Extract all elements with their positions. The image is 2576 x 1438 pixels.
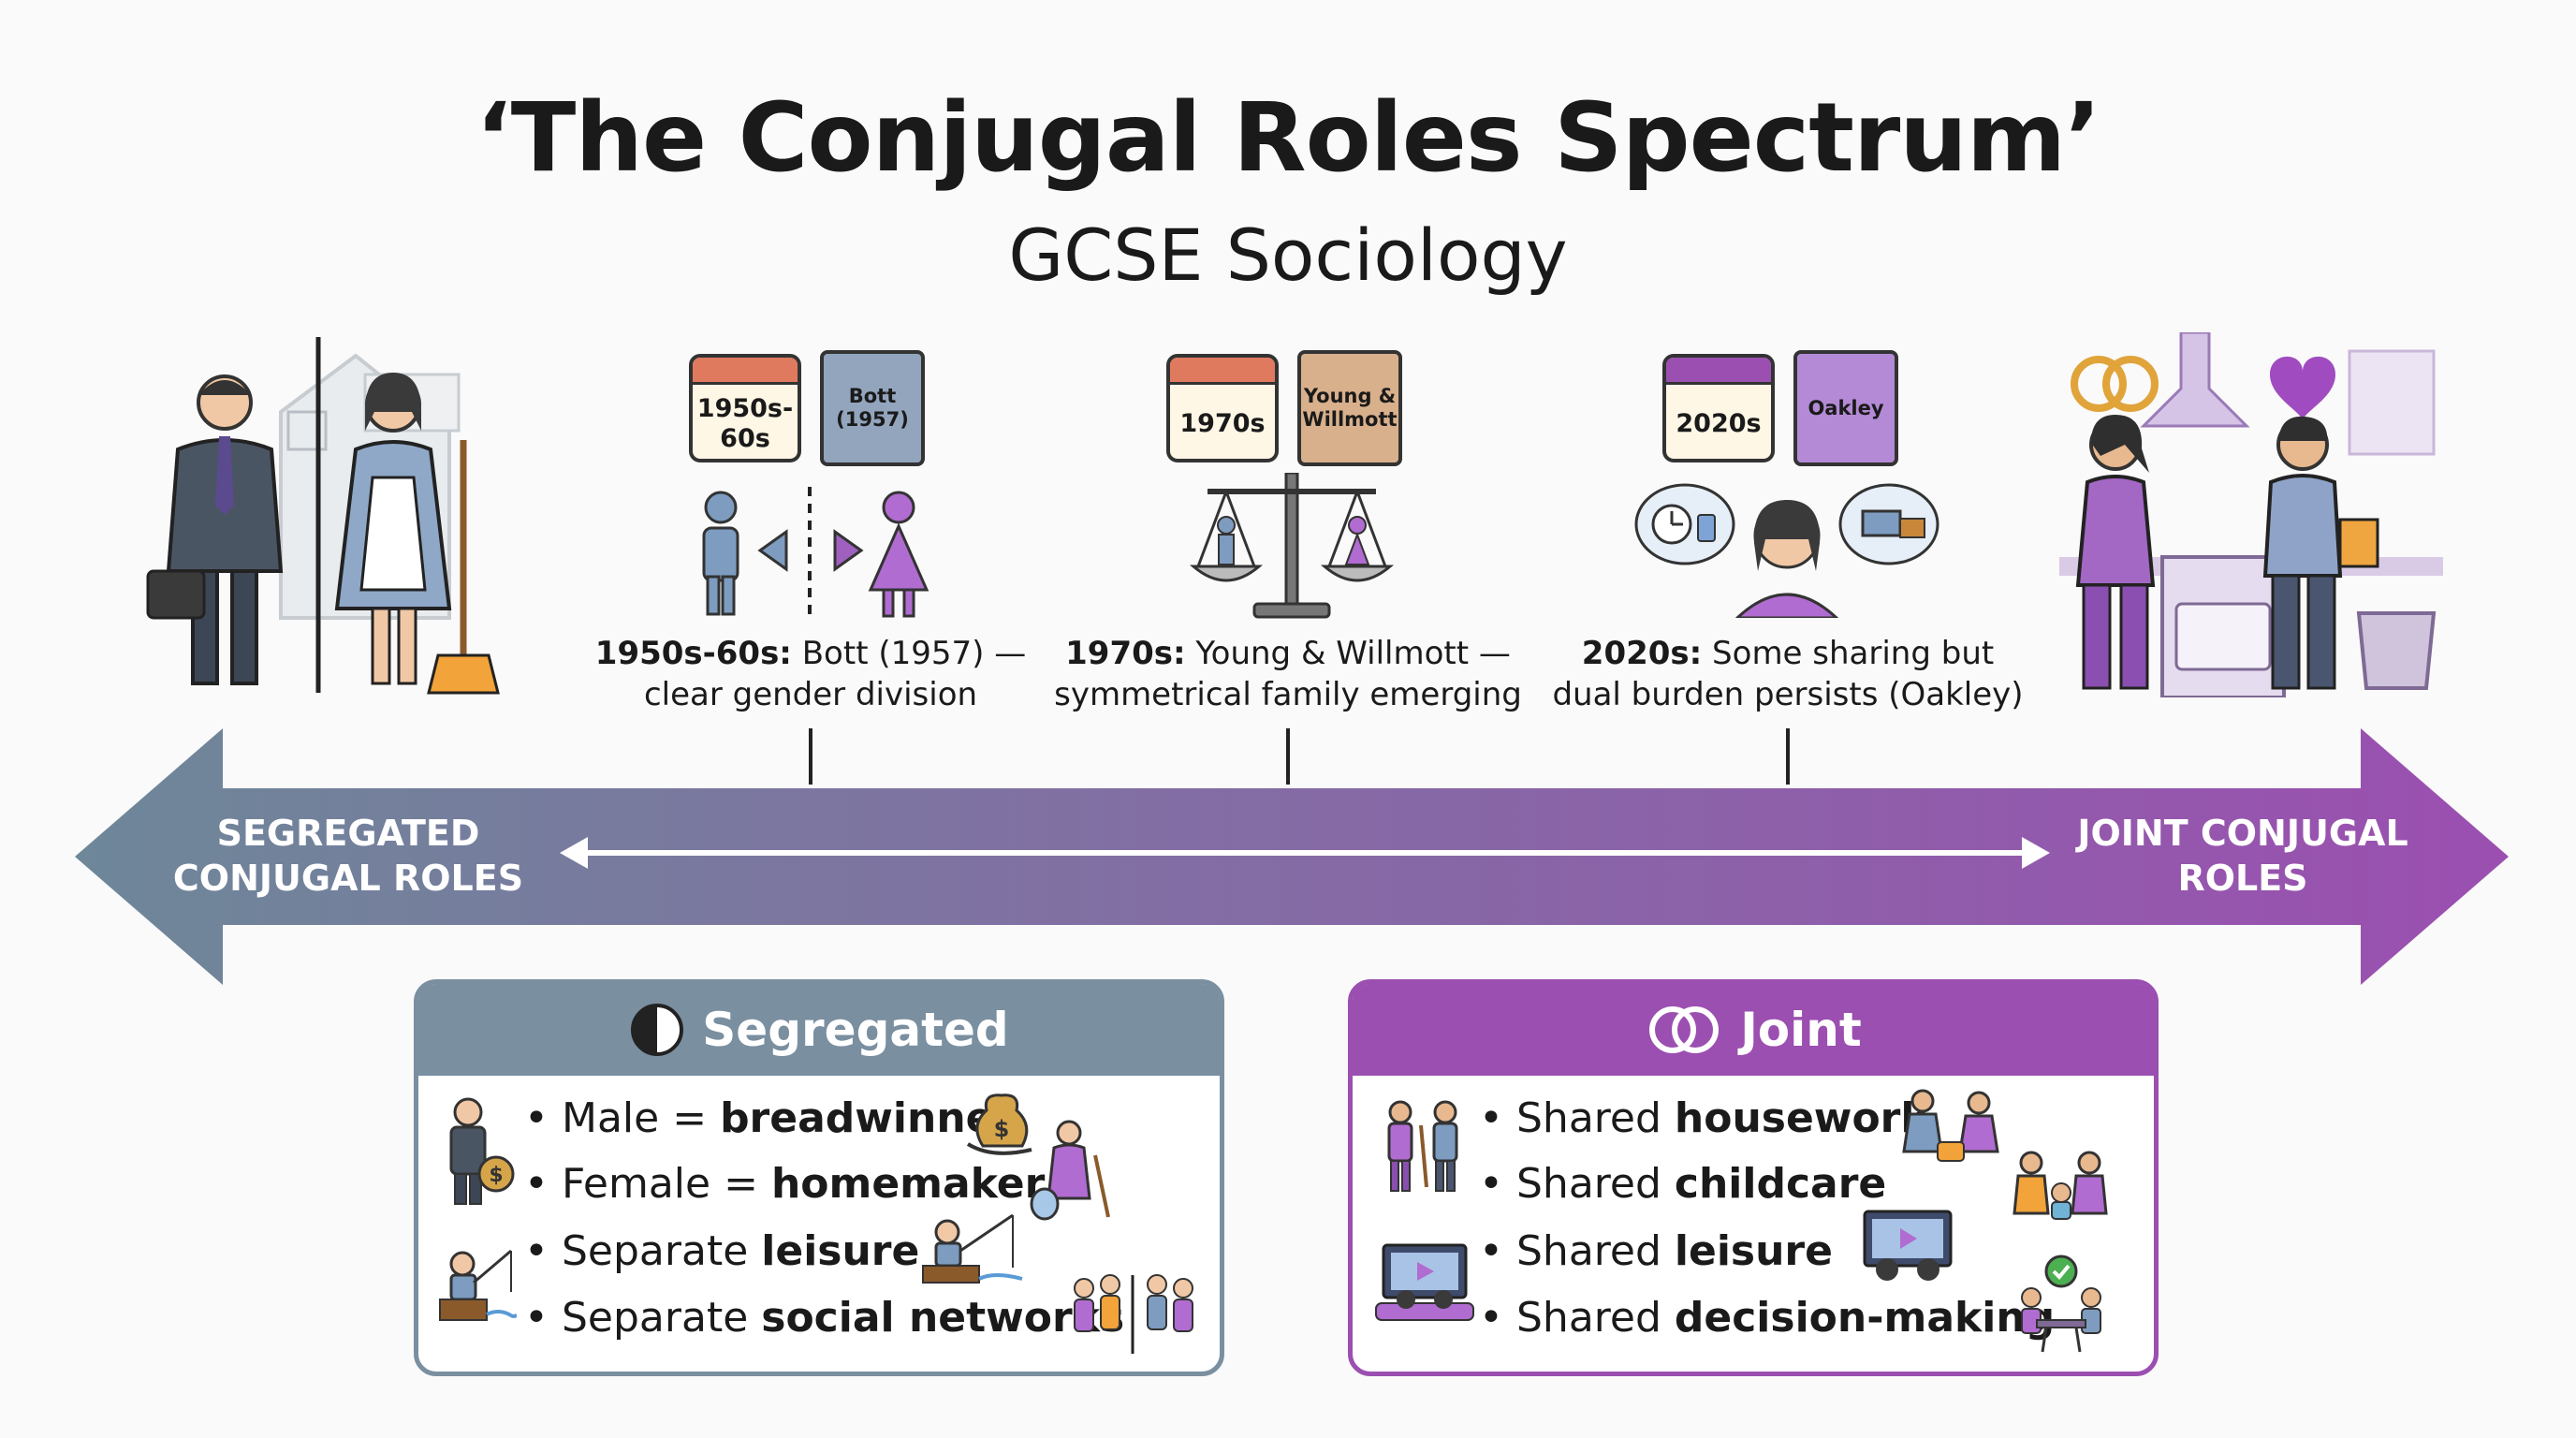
svg-text:$: $ bbox=[994, 1116, 1010, 1142]
shared-tv-icon bbox=[1863, 1210, 1953, 1281]
spectrum-arrow bbox=[75, 728, 2509, 985]
segregated-panel-header: Segregated bbox=[418, 984, 1220, 1076]
calendar-2020s-icon: 2020s bbox=[1662, 354, 1775, 462]
svg-text:$: $ bbox=[489, 1164, 503, 1187]
timeline-tick-1950s bbox=[809, 728, 812, 785]
fishing-leisure-icon bbox=[922, 1213, 1023, 1284]
book-young-willmott-icon: Young &Willmott bbox=[1297, 350, 1402, 466]
page-subtitle: GCSE Sociology bbox=[1008, 213, 1568, 297]
segregated-item-1: •Male = breadwinner bbox=[524, 1094, 1015, 1142]
page-title: ‘The Conjugal Roles Spectrum’ bbox=[476, 82, 2101, 194]
dual-burden-icon bbox=[1634, 483, 1939, 618]
fishing-man-icon bbox=[439, 1249, 517, 1321]
calendar-1970s-icon: 1970s bbox=[1166, 354, 1279, 462]
businessman-money-icon: $ bbox=[449, 1097, 515, 1205]
gender-division-icon bbox=[702, 487, 929, 618]
joint-item-4: •Shared decision-making bbox=[1479, 1294, 2056, 1342]
timeline-tick-1970s bbox=[1286, 728, 1290, 785]
joint-couple-illustration bbox=[2059, 332, 2443, 697]
joint-item-2: •Shared childcare bbox=[1479, 1160, 1887, 1208]
segregated-couple-illustration bbox=[146, 337, 500, 695]
shared-housework-icon bbox=[1387, 1100, 1458, 1192]
balance-scale-icon bbox=[1189, 473, 1395, 619]
calendar-1950s-icon: 1950s-60s bbox=[689, 354, 801, 462]
milestone-caption-1950s: 1950s-60s: Bott (1957) — clear gender di… bbox=[594, 635, 1027, 713]
segregated-item-2: •Female = homemaker bbox=[524, 1160, 1046, 1208]
milestone-caption-2020s: 2020s: Some sharing but dual burden pers… bbox=[1552, 635, 2024, 713]
timeline-tick-2020s bbox=[1786, 728, 1790, 785]
social-networks-icon bbox=[1074, 1274, 1193, 1354]
money-bag-hand-icon: $ bbox=[966, 1093, 1032, 1155]
half-circle-icon bbox=[631, 1004, 684, 1056]
shared-cleaning-icon bbox=[1902, 1089, 1999, 1162]
joint-item-1: •Shared housework bbox=[1479, 1094, 1928, 1142]
milestone-caption-1970s: 1970s: Young & Willmott — symmetrical fa… bbox=[1054, 635, 1522, 713]
segregated-heading: Segregated bbox=[702, 1003, 1009, 1057]
shared-decision-icon bbox=[2021, 1255, 2101, 1353]
interlocking-rings-icon bbox=[1649, 1006, 1720, 1053]
joint-item-3: •Shared leisure bbox=[1479, 1227, 1833, 1275]
book-oakley-icon: Oakley bbox=[1793, 350, 1898, 466]
shared-childcare-icon bbox=[2012, 1151, 2108, 1220]
book-bott-icon: Bott(1957) bbox=[820, 350, 925, 466]
segregated-item-3: •Separate leisure bbox=[524, 1227, 920, 1275]
shared-leisure-icon bbox=[1375, 1243, 1474, 1321]
segregated-item-4: •Separate social networks bbox=[524, 1294, 1125, 1342]
joint-panel-header: Joint bbox=[1353, 984, 2154, 1076]
joint-heading: Joint bbox=[1740, 1003, 1862, 1057]
homemaker-baby-icon bbox=[1030, 1120, 1110, 1221]
